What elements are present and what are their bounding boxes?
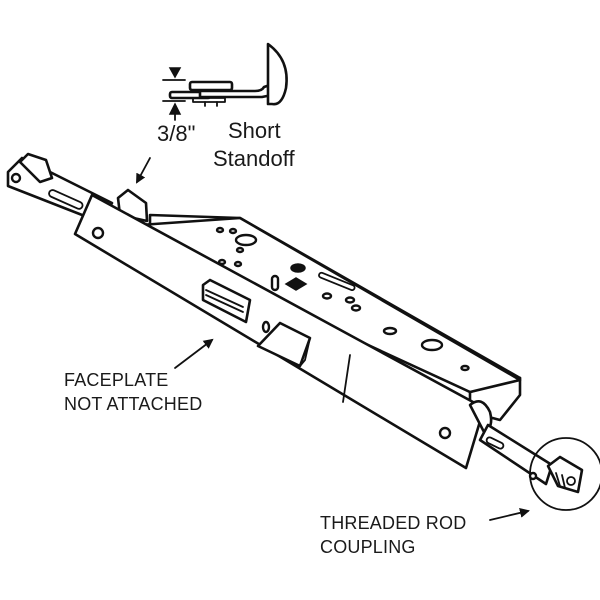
- faceplate-seam: [342, 354, 351, 403]
- dimension-label: 3/8": [157, 121, 196, 146]
- faceplate-small-hole: [261, 320, 271, 334]
- faceplate-label-line2: NOT ATTACHED: [64, 394, 203, 414]
- case-hole: [233, 260, 243, 268]
- standoff-detail: [136, 42, 288, 184]
- coupling-bore: [566, 476, 576, 486]
- standoff-label-line1: Short: [228, 118, 281, 143]
- case-hole: [321, 292, 333, 300]
- latch-line: [205, 294, 244, 313]
- case-hole-dark: [290, 263, 306, 273]
- standoff-bracket: [266, 42, 288, 106]
- case-hole: [460, 364, 470, 372]
- coupling-pointer-arrow: [489, 507, 530, 521]
- latch-line: [205, 289, 244, 308]
- case-hole: [215, 226, 225, 234]
- faceplate: [73, 188, 486, 470]
- right-rod-slot: [485, 436, 505, 450]
- right-rod-bar: [478, 423, 554, 486]
- coupling-thread: [555, 472, 561, 487]
- latch-bolt: [201, 278, 252, 324]
- dimension-arrow-down-icon: [168, 67, 182, 79]
- left-rod-hole: [10, 172, 22, 184]
- faceplate-label-line1: FACEPLATE: [64, 370, 169, 390]
- deadbolt-bevel: [299, 337, 311, 367]
- case-hole: [235, 246, 245, 254]
- case-hole: [350, 304, 362, 312]
- case-cylinder-hole: [420, 338, 444, 352]
- right-rod: [468, 400, 600, 521]
- case-hole: [217, 258, 227, 266]
- case-slot: [270, 274, 280, 292]
- standoff-top-plate: [188, 80, 234, 92]
- left-rod-slot: [48, 189, 84, 210]
- coupling-label-line2: COUPLING: [320, 537, 416, 557]
- faceplate-screw-hole: [91, 226, 105, 240]
- case-spindle-hole: [234, 233, 258, 247]
- coupling-thread: [561, 474, 566, 489]
- case-hole: [344, 296, 356, 304]
- standoff-pointer-arrow: [136, 157, 151, 184]
- coupling-label-line1: THREADED ROD: [320, 513, 467, 533]
- standoff-label-line2: Standoff: [213, 146, 295, 171]
- case-hole: [382, 326, 398, 336]
- case-hole: [228, 227, 238, 235]
- coupling-callout-circle: [529, 437, 600, 511]
- faceplate-pointer-arrow: [174, 338, 214, 369]
- left-rod-coupling: [18, 152, 54, 184]
- case-diamond-hole: [284, 277, 308, 291]
- case-long-slot: [318, 271, 356, 292]
- faceplate-screw-hole: [438, 426, 452, 440]
- standoff-base: [192, 97, 226, 103]
- lock-case: [138, 213, 522, 422]
